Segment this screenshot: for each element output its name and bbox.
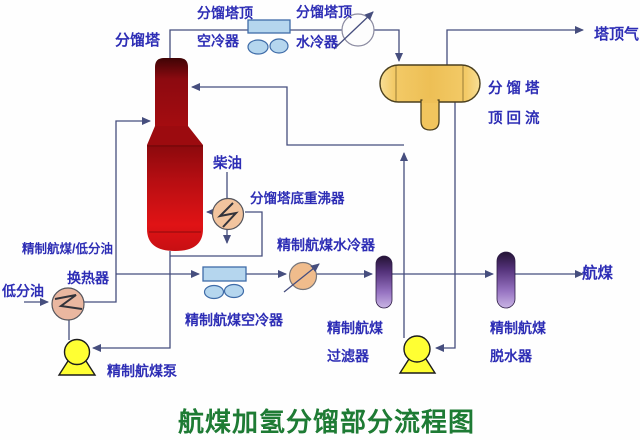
fan-icon xyxy=(269,38,289,54)
pipe-reflux-return xyxy=(191,83,404,146)
cooler-flow-arrow-icon xyxy=(283,263,320,293)
label-jet-pump: 精制航煤泵 xyxy=(107,363,177,379)
pump-casing xyxy=(63,338,91,366)
heat-coil-icon xyxy=(54,294,83,310)
column-neck xyxy=(155,58,188,128)
label-filter-line1: 精制航煤 xyxy=(327,320,383,336)
label-top-air-cooler-line1: 分馏塔顶 xyxy=(197,5,253,21)
pump-casing xyxy=(403,335,431,363)
label-reboiler: 分馏塔底重沸器 xyxy=(250,191,345,206)
label-top-water-cooler-line2: 水冷器 xyxy=(296,34,338,50)
label-column: 分馏塔 xyxy=(115,32,161,49)
air-cooler-bundle xyxy=(202,266,247,282)
jet-dehydrator-vessel xyxy=(496,251,516,309)
reflux-pump xyxy=(398,335,437,374)
column-shoulder xyxy=(147,126,203,145)
label-filter-line2: 过滤器 xyxy=(327,348,369,364)
label-top-air-cooler-line2: 空冷器 xyxy=(197,33,239,49)
label-jet-fuel: 航煤 xyxy=(582,265,614,282)
drum-boot xyxy=(420,99,440,131)
label-exchanger-line2: 换热器 xyxy=(67,270,109,286)
label-jet-water-cooler: 精制航煤水冷器 xyxy=(277,237,375,253)
label-diesel: 柴油 xyxy=(213,156,242,172)
jet-water-cooler xyxy=(283,261,320,293)
fractionation-column xyxy=(147,58,203,251)
jet-filter-vessel xyxy=(375,255,393,309)
feed-exchanger xyxy=(51,287,85,321)
label-dehydrator-line1: 精制航煤 xyxy=(490,320,546,336)
pipe-overhead-gas xyxy=(446,26,584,65)
jet-air-cooler xyxy=(202,266,247,300)
reflux-drum xyxy=(379,64,481,131)
pipe-drum-to-reflux-pump xyxy=(435,102,456,352)
column-body xyxy=(147,145,203,251)
water-cooler-shell xyxy=(341,13,375,47)
label-top-water-cooler-line1: 分馏塔顶 xyxy=(296,4,352,20)
label-jet-air-cooler: 精制航煤空冷器 xyxy=(185,312,283,328)
heat-coil-icon xyxy=(217,202,239,228)
cooler-flow-arrow-icon xyxy=(333,11,374,50)
bottom-reboiler xyxy=(211,197,245,231)
diagram-title: 航煤加氢分馏部分流程图 xyxy=(178,408,476,437)
pipe-column-bottom-to-pump xyxy=(92,251,171,352)
pipe-reboiler-loop xyxy=(170,211,263,257)
pipe-feed-riser xyxy=(84,117,151,303)
overhead-air-cooler xyxy=(247,19,291,55)
label-reflux-drum-line1: 分 馏 塔 xyxy=(488,81,540,97)
pipe-lines xyxy=(24,26,584,352)
label-reflux-drum-line2: 顶 回 流 xyxy=(488,111,540,127)
fan-icon xyxy=(203,284,225,300)
air-cooler-bundle xyxy=(247,19,291,34)
label-exchanger-line1: 精制航煤/低分油 xyxy=(22,242,113,256)
overhead-water-cooler xyxy=(333,11,375,50)
drum-boot-joint xyxy=(422,98,438,103)
label-overhead-gas: 塔顶气 xyxy=(594,26,640,43)
label-low-sep-oil: 低分油 xyxy=(2,283,44,299)
jet-fuel-pump xyxy=(57,338,97,376)
fan-icon xyxy=(223,283,245,299)
fan-icon xyxy=(247,39,269,55)
exchanger-shell xyxy=(51,287,85,321)
label-dehydrator-line2: 脱水器 xyxy=(490,348,532,364)
drum-shell xyxy=(379,64,481,103)
